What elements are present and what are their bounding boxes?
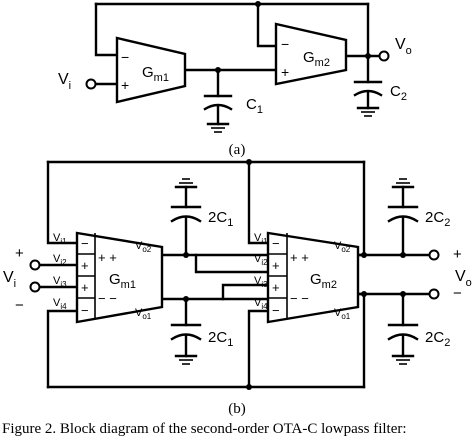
ground-2c2-top	[391, 178, 415, 189]
figure-a: − + Gm1 − + Gm2 C1 C2	[58, 1, 412, 158]
amp-gm2-b-out-top: Vo2	[334, 240, 351, 254]
amp-gm2-b-label: Gm2	[310, 271, 337, 291]
amp-gm2-b-pin-4: Vi4	[254, 297, 268, 311]
amp-gm2-b-sign-1: −	[272, 236, 280, 251]
amp-gm1-b-out-top: Vo2	[135, 240, 152, 254]
amp-gm2-b-sign-2: +	[272, 258, 280, 273]
ground-2c1-top	[174, 178, 198, 189]
amp-gm1-b-out-bottom: Vo1	[135, 307, 152, 321]
figure-a-wires	[94, 2, 382, 126]
input-b-plus-sign: +	[15, 245, 24, 262]
amp-gm1-b-sign-4: −	[81, 303, 89, 318]
amp-gm2-b-pin-2: Vi2	[254, 253, 268, 267]
input-terminal-b-plus	[29, 259, 41, 271]
node-a-out	[365, 53, 371, 59]
figure-caption: Figure 2. Block diagram of the second-or…	[2, 421, 407, 437]
output-label-a: Vo	[395, 36, 412, 57]
output-b-minus-sign: −	[453, 285, 462, 302]
amp-gm2-b	[266, 231, 360, 324]
capacitor-2c2-top	[387, 205, 419, 223]
amp-gm2-a	[274, 22, 348, 86]
amp-gm1-b-label: Gm1	[109, 271, 136, 291]
amp-gm1-b	[75, 231, 164, 324]
node-b-c1-bottom	[183, 296, 189, 302]
amp-gm1-b-signs-top: + +	[98, 250, 117, 265]
amp-gm1-b-pin-2: Vi2	[53, 253, 67, 267]
input-label-a: Vi	[58, 71, 71, 92]
amp-gm2-b-sign-4: −	[272, 303, 280, 318]
input-terminal-b-minus	[29, 281, 41, 293]
amp-gm2-b-pin-1: Vi1	[254, 232, 268, 246]
node-b-out-bottom	[400, 291, 406, 297]
amp-gm2-b-pin-3: Vi3	[254, 275, 268, 289]
cap-c1-a-label: C1	[246, 96, 263, 116]
ground-2c1-bottom	[174, 354, 198, 365]
amp-gm1-b-pin-4: Vi4	[53, 297, 67, 311]
node-b-out-top	[400, 252, 406, 258]
amp-gm1-a-plus: +	[121, 77, 129, 93]
amp-gm2-b-signs-top: + +	[290, 250, 309, 265]
cap-2c2-top-label: 2C2	[425, 209, 450, 229]
amp-gm2-a-plus: +	[281, 64, 289, 80]
output-b-plus-sign: +	[453, 246, 462, 263]
node-a-mid	[215, 67, 221, 73]
capacitor-2c2-bottom	[387, 323, 419, 341]
output-terminal-b-minus	[428, 288, 440, 300]
node-b-bottom-mid	[246, 384, 252, 390]
output-terminal-a	[378, 50, 390, 62]
node-a-top	[255, 1, 261, 7]
amp-gm1-a-minus: −	[121, 49, 129, 65]
output-terminal-b-plus	[428, 249, 440, 261]
node-b-c2-bottom	[361, 291, 367, 297]
capacitor-c2-a	[353, 80, 383, 97]
capacitor-2c1-bottom	[170, 323, 202, 341]
amp-gm1-b-pin-3: Vi3	[53, 275, 67, 289]
figure-b-label: (b)	[228, 401, 246, 417]
figure-b: − + + − + + − − Gm1 Vi1 Vi2 Vi3 Vi4 Vo2 …	[3, 159, 472, 417]
figure-a-label: (a)	[229, 142, 246, 158]
cap-2c1-bottom-label: 2C1	[208, 329, 233, 349]
amp-gm1-b-signs-bottom: − −	[98, 291, 117, 306]
ground-c1-a	[206, 122, 230, 133]
output-label-b: Vo	[455, 268, 472, 289]
node-b-c2-top	[361, 252, 367, 258]
input-b-minus-sign: −	[15, 297, 24, 314]
input-terminal-a	[85, 78, 97, 90]
amp-gm2-b-signs-bottom: − −	[290, 291, 309, 306]
amp-gm2-b-sign-3: +	[272, 280, 280, 295]
amp-gm1-a	[115, 36, 187, 104]
figure-b-wires	[37, 160, 432, 389]
capacitor-c1-a	[203, 94, 233, 111]
ground-c2-a	[356, 106, 380, 117]
amp-gm1-b-pin-1: Vi1	[53, 232, 67, 246]
amp-gm2-a-label: Gm2	[303, 49, 330, 69]
amp-gm2-a-minus: −	[281, 36, 289, 52]
node-b-top-mid	[246, 159, 252, 165]
input-label-b: Vi	[3, 269, 16, 290]
capacitor-2c1-top	[170, 205, 202, 223]
node-b-c1-top	[183, 252, 189, 258]
amp-gm1-a-label: Gm1	[142, 64, 169, 84]
amp-gm1-b-sign-2: +	[81, 258, 89, 273]
cap-2c1-top-label: 2C1	[208, 209, 233, 229]
ground-2c2-bottom	[391, 354, 415, 365]
amp-gm1-b-sign-1: −	[81, 236, 89, 251]
amp-gm2-b-out-bottom: Vo1	[334, 307, 351, 321]
cap-c2-a-label: C2	[390, 83, 407, 103]
amp-gm1-b-sign-3: +	[81, 280, 89, 295]
cap-2c2-bottom-label: 2C2	[425, 329, 450, 349]
